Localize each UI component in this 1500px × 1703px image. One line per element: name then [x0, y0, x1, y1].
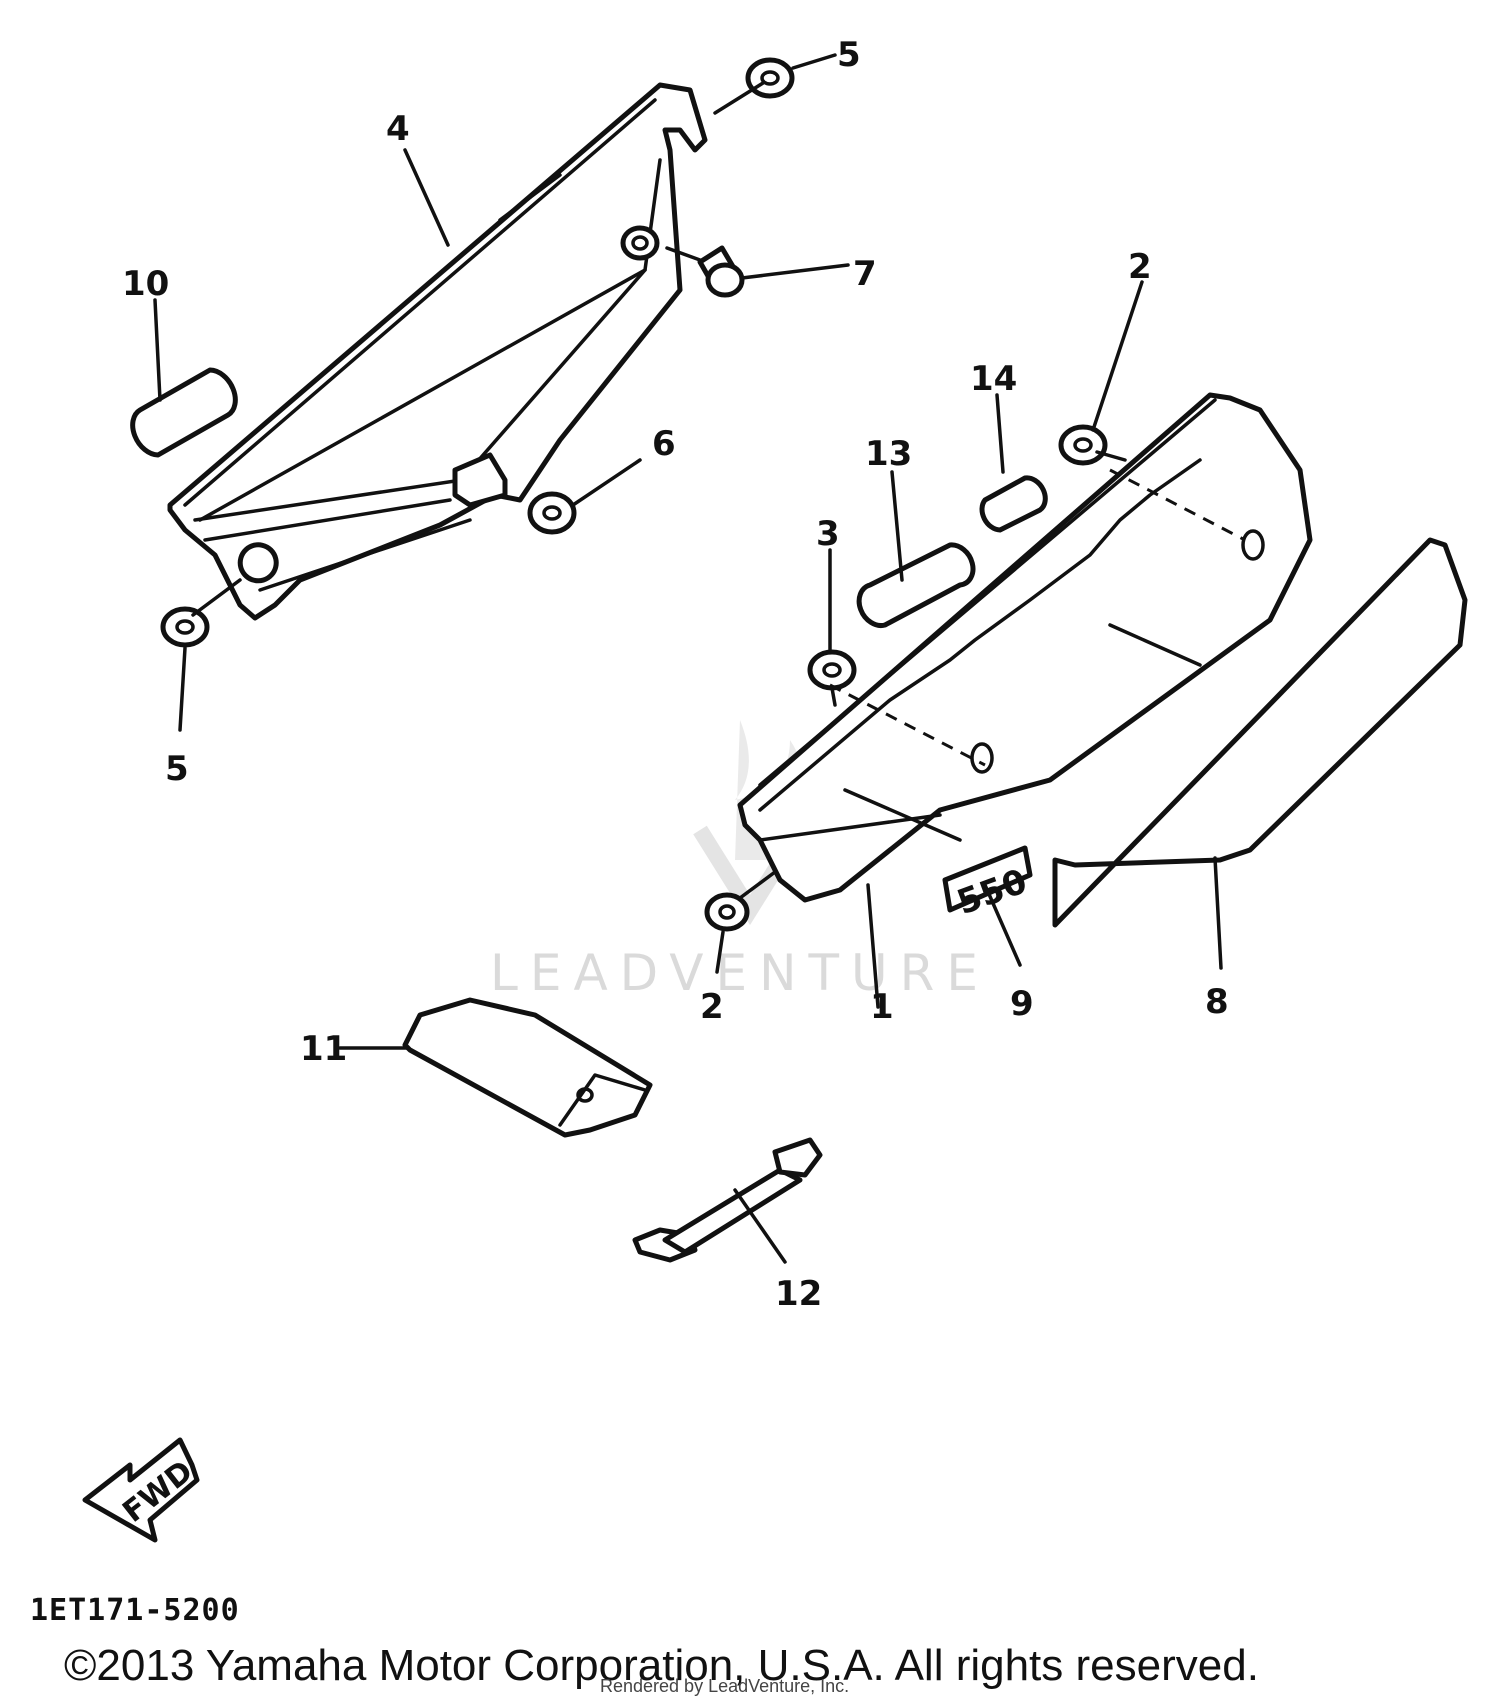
- part-3-grommet: [807, 649, 857, 691]
- part-9-emblem: 550: [942, 845, 1033, 923]
- callout-12: 12: [775, 1274, 822, 1314]
- part-13-tape: [856, 542, 976, 628]
- callout-6: 6: [652, 424, 676, 464]
- part-10-damper: [130, 367, 238, 458]
- callout-7: 7: [853, 254, 877, 294]
- callout-9: 9: [1010, 984, 1034, 1024]
- callout-11: 11: [300, 1029, 347, 1069]
- callout-4: 4: [386, 109, 410, 149]
- copyright: ©2013 Yamaha Motor Corporation, U.S.A. A…: [64, 1641, 1259, 1690]
- callout-14: 14: [970, 359, 1017, 399]
- part-1-side-cover: [737, 392, 1313, 903]
- part-5-grommet-bottom: [160, 606, 210, 648]
- rendered-by: Rendered by LeadVenture, Inc.: [600, 1676, 849, 1696]
- callout-13: 13: [865, 434, 912, 474]
- part-5-grommet-top: [745, 57, 795, 99]
- part-2-grommet-bottom: [704, 892, 750, 932]
- callout-2-bottom: 2: [700, 987, 724, 1027]
- callout-2-top: 2: [1128, 247, 1152, 287]
- callout-3: 3: [816, 514, 840, 554]
- leader-lines: [153, 53, 1223, 1264]
- fwd-arrow: FWD: [82, 1437, 200, 1543]
- callout-1: 1: [870, 987, 894, 1027]
- callout-5-top: 5: [837, 35, 861, 75]
- callout-5-bottom: 5: [165, 749, 189, 789]
- part-8-decal: [1052, 537, 1468, 928]
- part-14-damper: [979, 475, 1048, 533]
- part-2-grommet-top: [1058, 424, 1108, 466]
- watermark-text: LEADVENTURE: [490, 944, 990, 1002]
- part-4-bracket: [167, 82, 708, 621]
- part-6-grommet: [527, 491, 577, 535]
- callouts: 4 5 7 6 10 5 2 14 13 3 2 1 9 8 11 12: [122, 35, 1229, 1314]
- part-7-collar: [620, 225, 745, 298]
- callout-10: 10: [122, 264, 169, 304]
- part-11-cover: [402, 997, 653, 1138]
- callout-8: 8: [1205, 982, 1229, 1022]
- part-12-band: [632, 1137, 823, 1263]
- diagram-code: 1ET171-5200: [30, 1593, 240, 1628]
